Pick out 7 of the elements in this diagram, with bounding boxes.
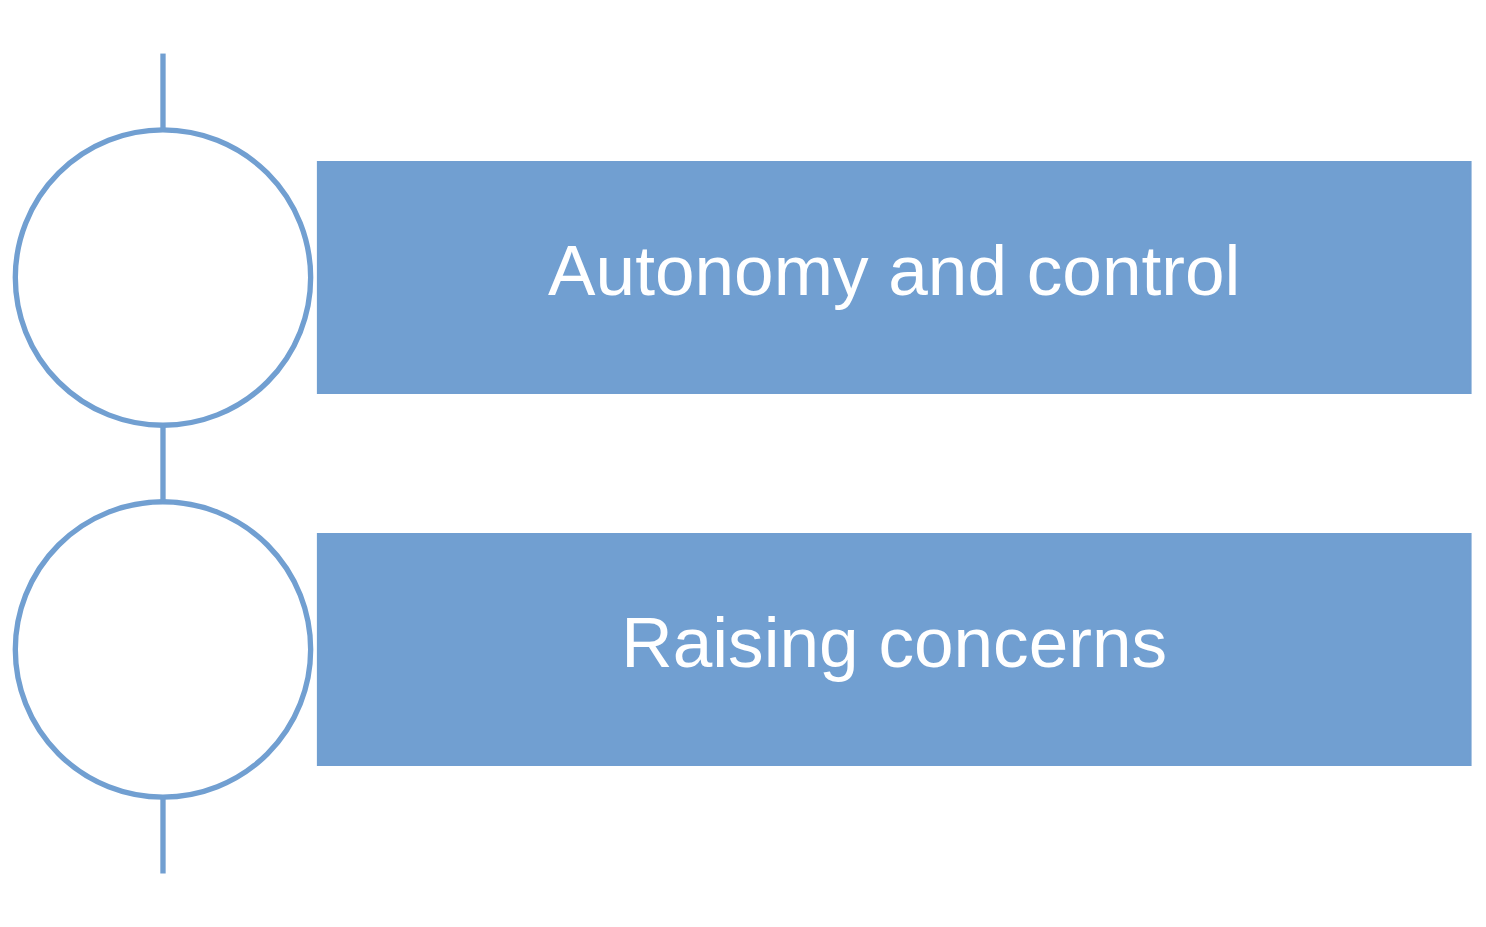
connector: [160, 53, 166, 130]
connector: [160, 797, 166, 874]
node-circle: [12, 127, 314, 428]
node-box: Autonomy and control: [316, 161, 1472, 395]
node-circle: [12, 499, 314, 800]
node-box: Raising concerns: [316, 532, 1472, 766]
connector: [160, 425, 166, 502]
